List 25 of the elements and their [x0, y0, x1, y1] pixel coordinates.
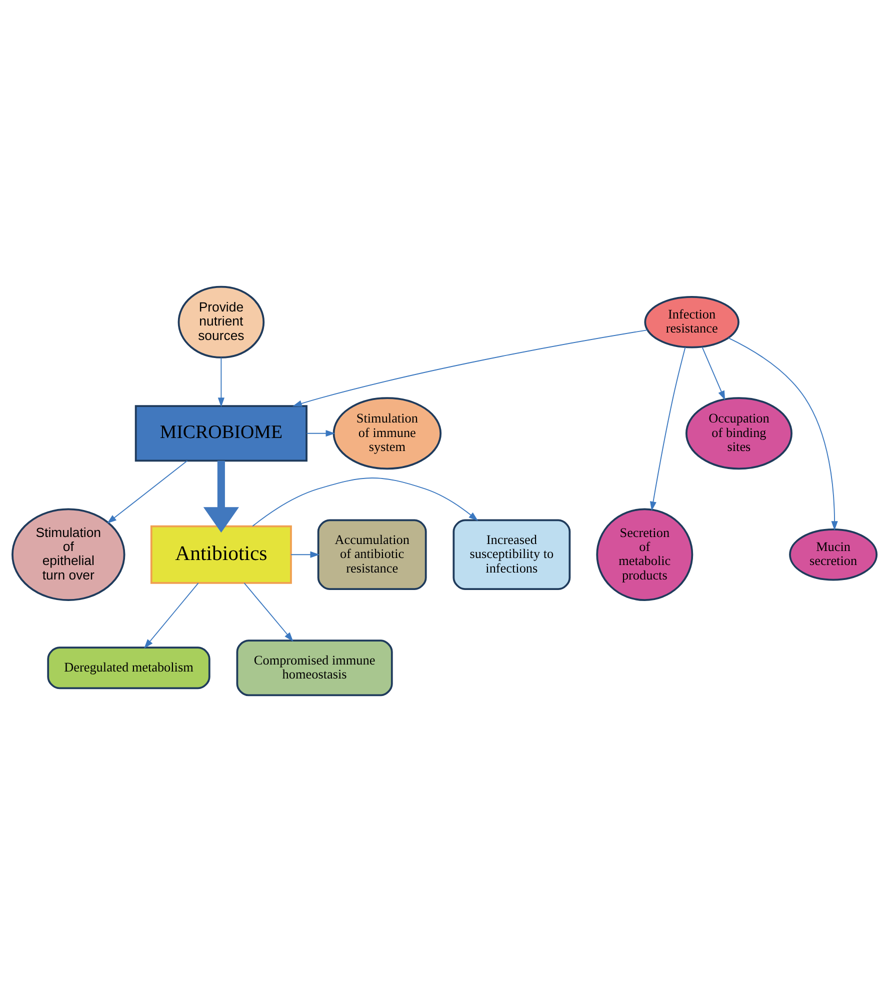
arrow [107, 460, 188, 523]
node-ellipse: Stimulation of immune system [332, 396, 442, 470]
node-box: Accumulation of antibiotic resistance [317, 518, 427, 590]
arrow [252, 477, 478, 526]
arrow [702, 346, 726, 400]
arrow [144, 582, 199, 648]
node-box: Antibiotics [150, 524, 292, 584]
node-circle: Secretion of metabolic products [596, 508, 694, 600]
node-ellipse: Stimulation of epithelial turn over [12, 508, 126, 600]
arrow [728, 336, 838, 530]
node-ellipse: Infection resistance [644, 295, 740, 348]
arrow [244, 582, 294, 642]
node-ellipse: Provide nutrient sources [178, 285, 265, 358]
node-box: Compromised immune homeostasis [236, 639, 393, 696]
arrow [650, 346, 686, 510]
arrow [306, 430, 336, 436]
node-ellipse: Mucin secretion [789, 528, 878, 580]
node-box: MICROBIOME [134, 404, 308, 462]
arrow [290, 550, 320, 558]
arrow [218, 356, 224, 407]
arrow [292, 329, 648, 406]
arrow [203, 460, 239, 532]
node-box: Deregulated metabolism [47, 646, 210, 689]
node-ellipse: Occupation of binding sites [685, 396, 792, 470]
node-box: Increased susceptibility to infections [452, 518, 571, 590]
